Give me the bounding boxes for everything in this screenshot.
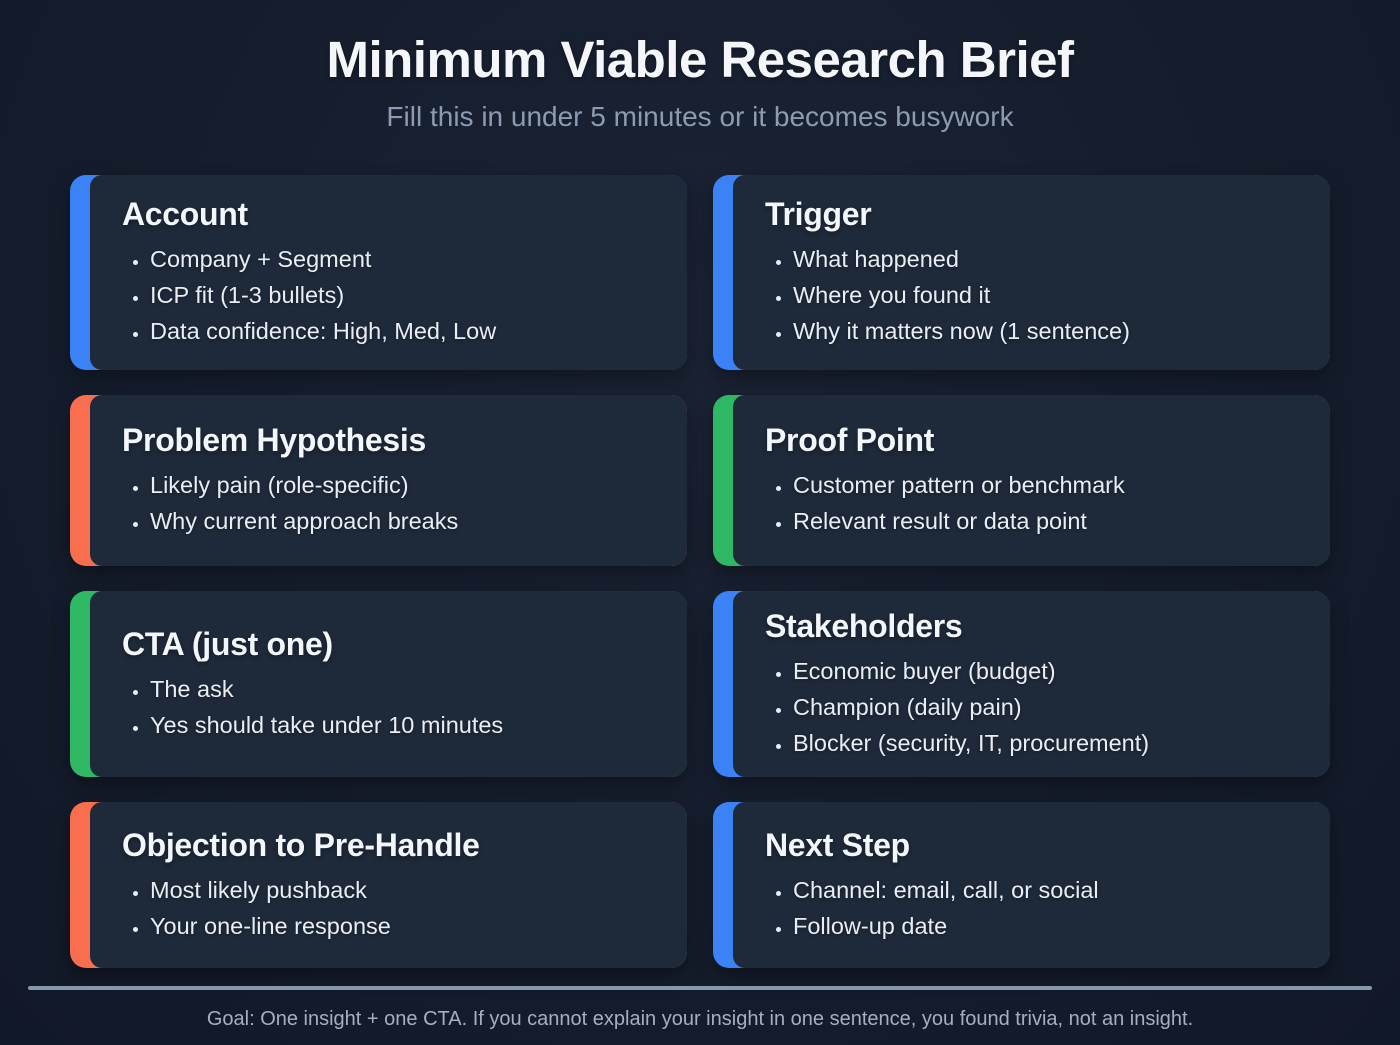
bullet-item: Champion (daily pain): [793, 689, 1302, 725]
bullet-item: Economic buyer (budget): [793, 653, 1302, 689]
card-bullet-list: Most likely pushbackYour one-line respon…: [122, 872, 659, 944]
card-title: Account: [122, 196, 248, 232]
card-title: Stakeholders: [765, 607, 963, 644]
card-body: Proof Point Customer pattern or benchmar…: [733, 395, 1330, 566]
header: Minimum Viable Research Brief Fill this …: [0, 30, 1400, 133]
card-body: Objection to Pre-Handle Most likely push…: [90, 802, 687, 968]
bullet-item: Why current approach breaks: [150, 503, 659, 539]
card-title: Problem Hypothesis: [122, 422, 427, 458]
card-title: Proof Point: [765, 422, 935, 458]
bullet-item: What happened: [793, 241, 1302, 277]
bullet-item: Yes should take under 10 minutes: [150, 707, 659, 743]
brief-card-stakeholders: Stakeholders Economic buyer (budget)Cham…: [713, 591, 1330, 777]
bullet-item: Likely pain (role-specific): [150, 467, 659, 503]
card-title: CTA (just one): [122, 625, 333, 662]
card-bullet-list: Company + SegmentICP fit (1-3 bullets)Da…: [122, 241, 659, 349]
bullet-item: Customer pattern or benchmark: [793, 467, 1302, 503]
page-subtitle: Fill this in under 5 minutes or it becom…: [386, 101, 1014, 132]
bullet-item: Company + Segment: [150, 241, 659, 277]
card-title: Trigger: [765, 196, 872, 232]
card-title: Next Step: [765, 826, 910, 863]
card-body: Next Step Channel: email, call, or socia…: [733, 802, 1330, 968]
bullet-item: Data confidence: High, Med, Low: [150, 313, 659, 349]
card-grid: Account Company + SegmentICP fit (1-3 bu…: [70, 175, 1330, 968]
brief-card-objection-to-pre-handle: Objection to Pre-Handle Most likely push…: [70, 802, 687, 968]
bullet-item: ICP fit (1-3 bullets): [150, 277, 659, 313]
card-bullet-list: What happenedWhere you found itWhy it ma…: [765, 241, 1302, 349]
footer-divider: [28, 986, 1372, 990]
card-body: Account Company + SegmentICP fit (1-3 bu…: [90, 175, 687, 370]
bullet-item: Where you found it: [793, 277, 1302, 313]
bullet-item: Blocker (security, IT, procurement): [793, 725, 1302, 761]
card-body: Problem Hypothesis Likely pain (role-spe…: [90, 395, 687, 566]
brief-card-problem-hypothesis: Problem Hypothesis Likely pain (role-spe…: [70, 395, 687, 566]
brief-card-account: Account Company + SegmentICP fit (1-3 bu…: [70, 175, 687, 370]
card-body: Trigger What happenedWhere you found itW…: [733, 175, 1330, 370]
bullet-item: Relevant result or data point: [793, 503, 1302, 539]
bullet-item: The ask: [150, 671, 659, 707]
brief-card-cta-just-one: CTA (just one) The askYes should take un…: [70, 591, 687, 777]
card-bullet-list: Likely pain (role-specific)Why current a…: [122, 467, 659, 539]
brief-card-next-step: Next Step Channel: email, call, or socia…: [713, 802, 1330, 968]
bullet-item: Your one-line response: [150, 908, 659, 944]
card-title: Objection to Pre-Handle: [122, 826, 480, 863]
card-bullet-list: Channel: email, call, or socialFollow-up…: [765, 872, 1302, 944]
card-body: CTA (just one) The askYes should take un…: [90, 591, 687, 777]
bullet-item: Follow-up date: [793, 908, 1302, 944]
bullet-item: Most likely pushback: [150, 872, 659, 908]
brief-card-proof-point: Proof Point Customer pattern or benchmar…: [713, 395, 1330, 566]
brief-card-trigger: Trigger What happenedWhere you found itW…: [713, 175, 1330, 370]
footer-note: Goal: One insight + one CTA. If you cann…: [206, 1008, 1194, 1030]
bullet-item: Channel: email, call, or social: [793, 872, 1302, 908]
card-bullet-list: The askYes should take under 10 minutes: [122, 671, 659, 743]
card-body: Stakeholders Economic buyer (budget)Cham…: [733, 591, 1330, 777]
card-bullet-list: Customer pattern or benchmarkRelevant re…: [765, 467, 1302, 539]
bullet-item: Why it matters now (1 sentence): [793, 313, 1302, 349]
page-title: Minimum Viable Research Brief: [326, 31, 1075, 88]
card-bullet-list: Economic buyer (budget)Champion (daily p…: [765, 653, 1302, 761]
